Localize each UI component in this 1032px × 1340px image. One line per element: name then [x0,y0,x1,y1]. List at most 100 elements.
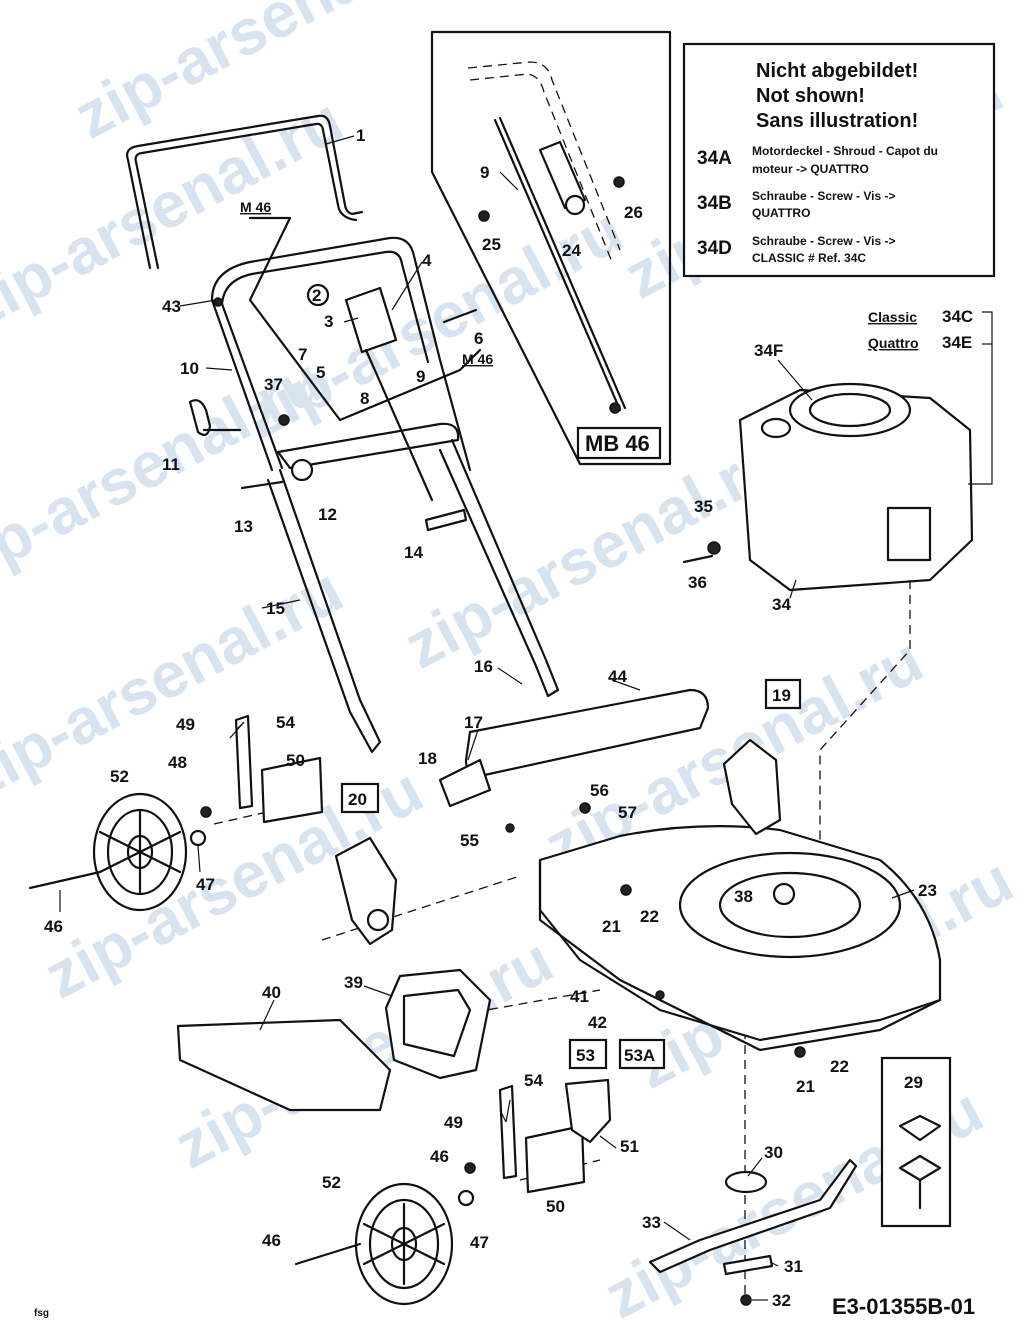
boxed-callout [340,782,380,814]
rear-chute [384,968,492,1080]
note-item-text: moteur -> QUATTRO [752,162,869,176]
part-label: 36 [688,573,707,592]
boxed-label: 20 [348,790,367,809]
part-label: 50 [286,751,305,770]
part-label: 46 [262,1231,281,1250]
part-label-26: 26 [624,203,643,222]
explode-line [519,1159,601,1181]
part-label: 46 [44,917,63,936]
note-item-text: Schraube - Screw - Vis -> [752,189,896,203]
wheel-bolt [28,870,102,890]
note-line-3: Sans illustration! [756,110,918,132]
part-label: 46 [430,1147,449,1166]
nut [579,802,591,814]
footer: fsg E3-01355B-01 [34,1294,975,1319]
fuel-cap [760,417,792,439]
rear-wheel-upper [28,714,324,912]
part-label: 31 [784,1257,803,1276]
part-label: 17 [464,713,483,732]
deck-screw [794,1046,806,1058]
part-label: 57 [618,803,637,822]
wheel-lever [234,714,254,810]
part-label: 16 [474,657,493,676]
part-label: 49 [444,1113,463,1132]
inset-label-box [576,426,662,460]
part-label: 12 [318,505,337,524]
part-label: 54 [524,1071,543,1090]
part-label: 23 [918,881,937,900]
part-label: 37 [264,375,283,394]
part-label: 5 [316,363,325,382]
mb46-inset: MB 46 9 26 25 24 [430,30,672,466]
wheel-spokes [98,810,182,894]
part-label: 32 [772,1291,791,1310]
circled-label: 2 [312,286,321,305]
blade-key [898,1154,942,1182]
part-label: 3 [324,312,333,331]
wheel-lever [498,1084,518,1180]
boxed-label: 19 [772,686,791,705]
wing-knob [188,399,212,436]
blade-bolt [740,1294,752,1306]
blade-assembly: 29 [648,1056,952,1306]
bracket-20 [334,836,398,946]
part-label: 50 [546,1197,565,1216]
screw [505,823,515,833]
engine-bolt [682,554,714,564]
m46-label: M 46 [462,351,493,367]
wheel-bolt [294,1242,362,1266]
part-label: 39 [344,973,363,992]
inset-nut [478,210,490,222]
bracket-19 [722,738,782,836]
inset-lever-pivot [564,194,586,216]
part-label: 14 [404,543,423,562]
part-label: 8 [360,389,369,408]
deck-fitting [772,882,796,906]
part-label: 22 [640,907,659,926]
inset-handle-outline [469,73,613,263]
part-label: 21 [602,917,621,936]
rear-flap [438,688,710,833]
part-label: 10 [180,359,199,378]
wheel-spokes [362,1202,446,1286]
blade-key [898,1114,942,1142]
boxed-callout [618,1038,666,1070]
inset-clip [613,176,625,188]
note-item-code: 34D [697,238,732,259]
note-item-code: 34A [697,148,732,169]
deck-screw [655,990,665,1000]
bail-lever [126,114,364,270]
upper-handle [210,236,442,362]
footer-small-text: fsg [34,1308,49,1319]
boxed-callout [764,678,802,710]
upper-handle [220,250,430,364]
engine-nut [707,541,721,555]
boxed-label: 29 [904,1073,923,1092]
bracket-53 [564,1078,612,1144]
inset-cable [493,118,622,412]
front-wheel-lower: 53 53A [294,1038,666,1306]
screw [213,297,223,307]
part-label-9: 9 [480,163,489,182]
part-label: 48 [168,753,187,772]
bolt [442,308,478,324]
drawing-number: E3-01355B-01 [832,1294,975,1319]
part-label: 54 [276,713,295,732]
inset-cable-end [609,402,621,414]
explode-line [819,580,911,900]
circled-callout [306,283,330,307]
part-label: 42 [588,1013,607,1032]
part-label: 56 [590,781,609,800]
m46-label: M 46 [240,199,271,215]
part-label: 11 [162,455,180,474]
part-label: 41 [570,987,589,1006]
part-label: 51 [620,1137,639,1156]
part-label: 44 [608,667,627,686]
part-label: 15 [266,599,285,618]
part-label-24: 24 [562,241,581,260]
bail-lever [134,122,358,270]
nut [278,414,290,426]
part-label: 22 [830,1057,849,1076]
part-label-25: 25 [482,235,501,254]
